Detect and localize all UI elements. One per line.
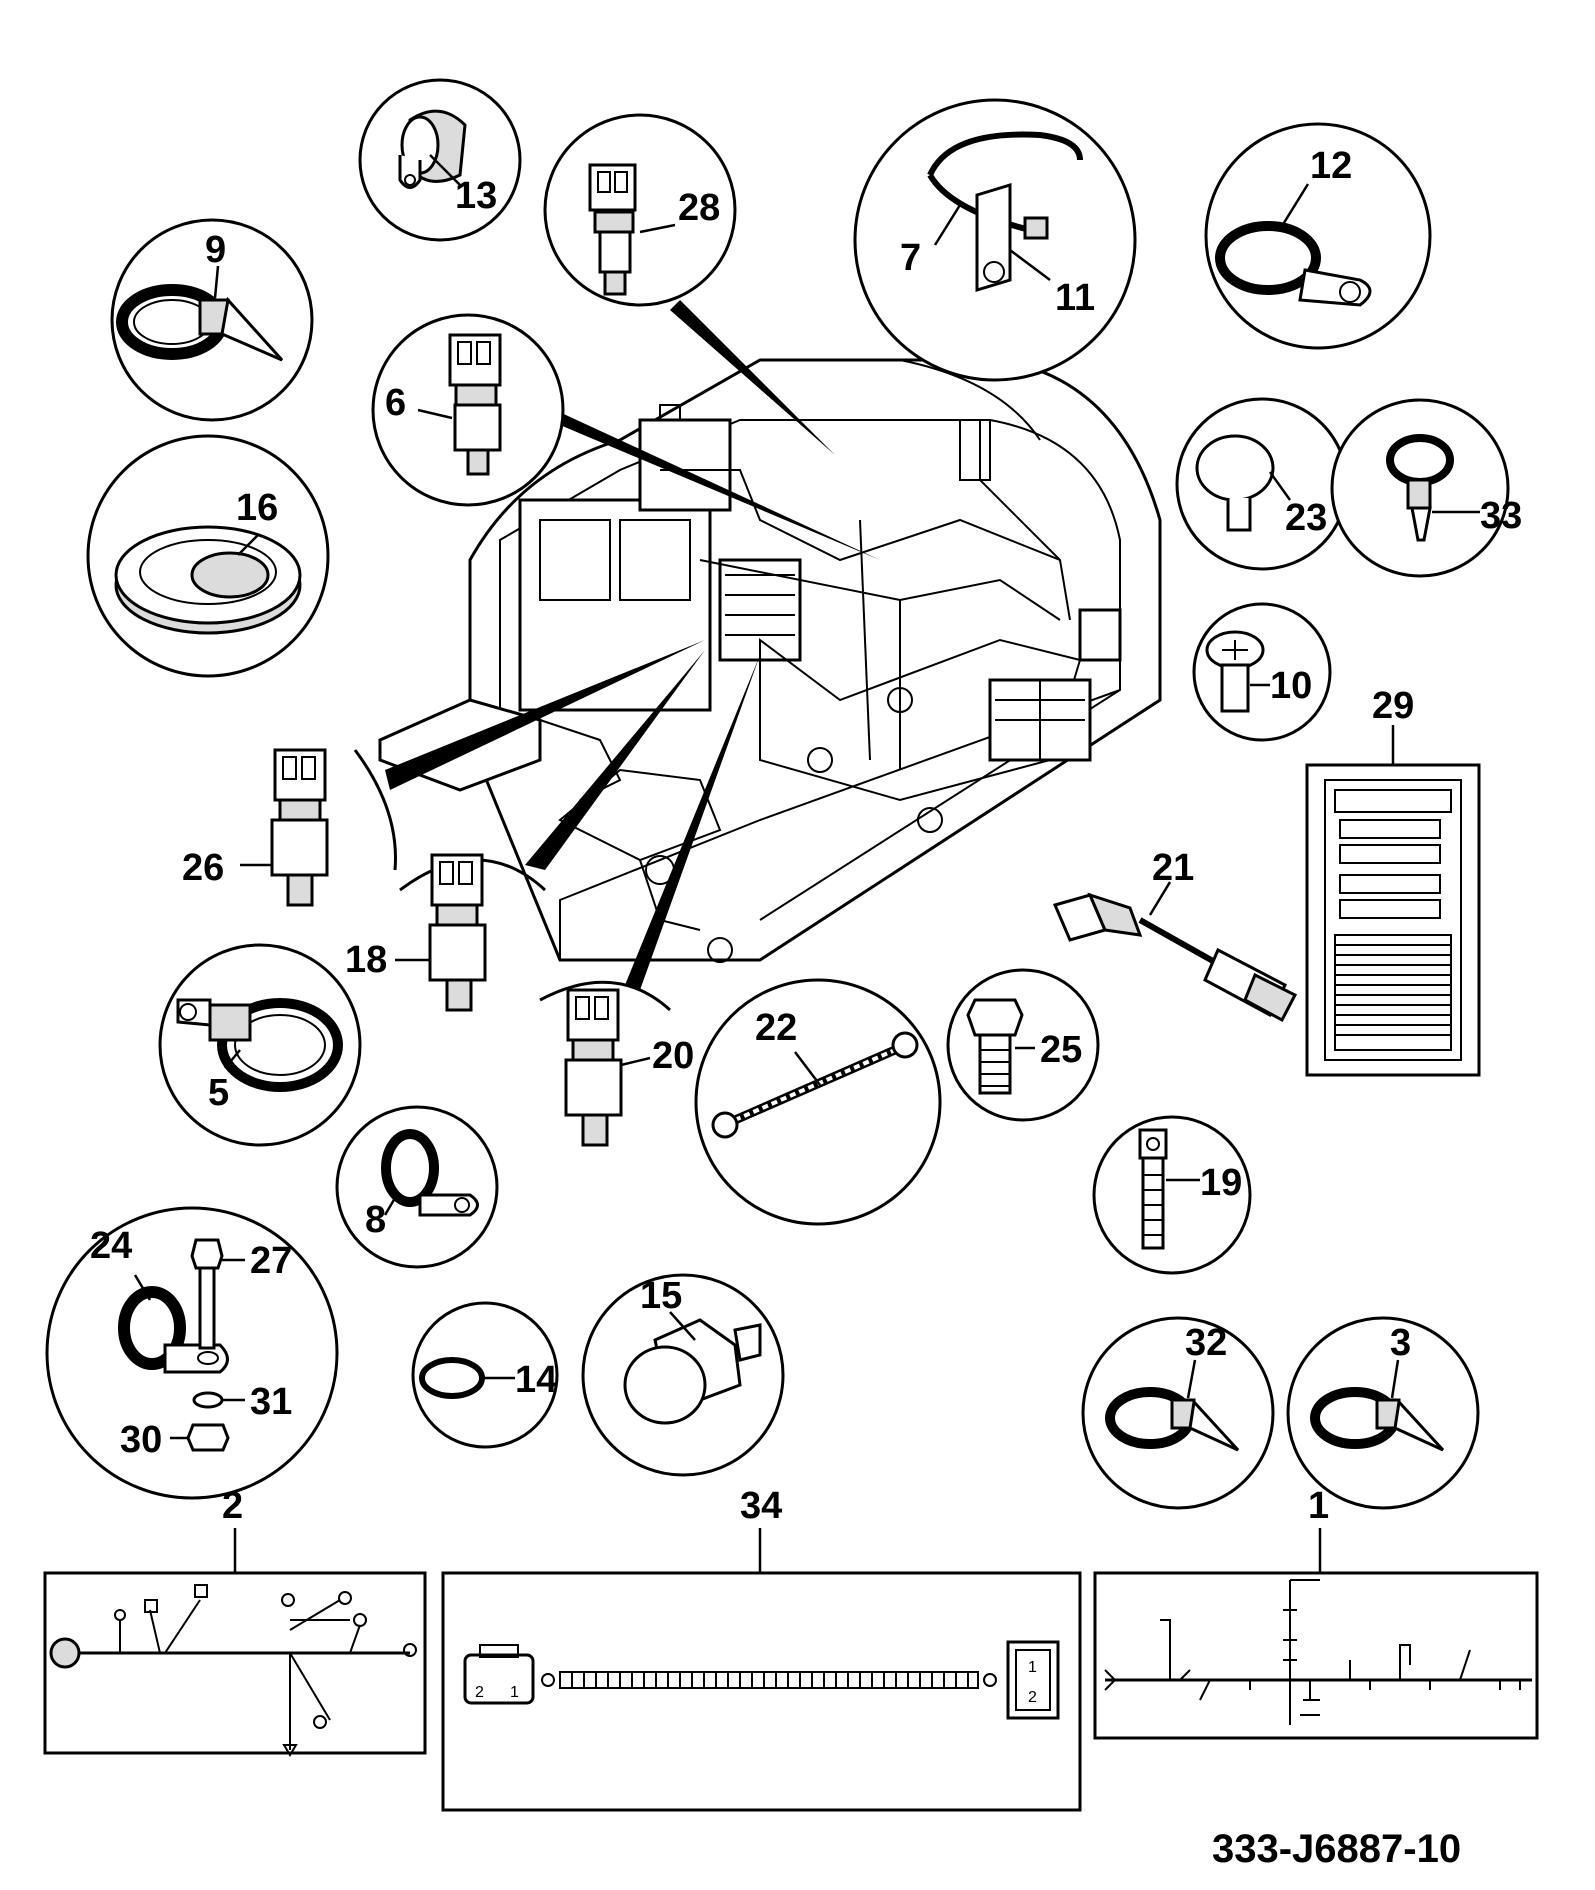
callout-27: 27	[250, 1240, 292, 1282]
fuse-rows	[1334, 789, 1452, 919]
machine-chassis	[377, 358, 1162, 963]
callout-19: 19	[1200, 1162, 1242, 1204]
callout-14: 14	[515, 1359, 557, 1401]
callout-12: 12	[1310, 145, 1352, 187]
leader-wedges	[385, 300, 880, 990]
part-28-pressure-switch: 28	[543, 113, 737, 307]
connector-pin-1-right: 1	[1028, 1659, 1037, 1676]
connector-right: 1 2	[1006, 1640, 1060, 1720]
part-7-11-tie-bracket: 7 11	[853, 98, 1137, 382]
callout-28: 28	[678, 187, 720, 229]
callout-15: 15	[640, 1275, 682, 1317]
callout-7: 7	[900, 237, 921, 279]
part-16-grommet: 16	[86, 434, 330, 678]
callout-6: 6	[385, 382, 406, 424]
callout-31: 31	[250, 1381, 292, 1423]
callout-20: 20	[652, 1035, 694, 1077]
part-10-screw: 10	[1192, 602, 1332, 742]
callout-22: 22	[755, 1007, 797, 1049]
part-22-earth-strap: 22	[694, 978, 942, 1226]
connector-pin-2-right: 2	[1028, 1689, 1037, 1706]
part-18-pressure-switch: 18	[345, 853, 547, 1012]
callout-33: 33	[1480, 495, 1522, 537]
part-32-cable-tie: 32	[1081, 1316, 1275, 1510]
callout-3: 3	[1390, 1322, 1411, 1364]
callout-1: 1	[1308, 1485, 1329, 1527]
connector-pin-1: 1	[510, 1684, 519, 1701]
drawing-reference: 333-J6887-10	[1212, 1827, 1461, 1871]
connector-left: 2 1	[463, 1644, 535, 1705]
part-2-harness: 2	[43, 1485, 427, 1757]
part-3-cable-tie: 3	[1286, 1316, 1480, 1510]
part-5-hose-clip: 5	[158, 943, 362, 1147]
part-21-sensor: 21	[1052, 847, 1298, 1023]
callout-30: 30	[120, 1419, 162, 1461]
callout-18: 18	[345, 939, 387, 981]
callout-10: 10	[1270, 665, 1312, 707]
part-34-harness-link: 34 2 1 1 2	[441, 1485, 1082, 1812]
part-26-pressure-switch: 26	[182, 748, 397, 907]
callout-5: 5	[208, 1072, 229, 1114]
label-hatching	[1334, 934, 1452, 1051]
part-12-p-clip: 12	[1204, 122, 1432, 350]
part-20-pressure-switch: 20	[539, 980, 694, 1147]
part-13-clip: 13	[358, 78, 522, 242]
part-8-p-clip: 8	[335, 1105, 499, 1269]
part-19-cap-screw: 19	[1092, 1115, 1252, 1275]
part-24-27-30-31-clamp: 24 27 31 30	[45, 1206, 339, 1500]
part-9-cable-tie: 9	[110, 218, 314, 422]
callout-2: 2	[222, 1485, 243, 1527]
part-29-label-panel: 29	[1305, 685, 1481, 1077]
callout-23: 23	[1285, 497, 1327, 539]
part-15-plug: 15	[581, 1273, 785, 1477]
callout-16: 16	[236, 487, 278, 529]
callout-13: 13	[455, 175, 497, 217]
callout-9: 9	[205, 229, 226, 271]
part-25-bolt: 25	[946, 968, 1100, 1122]
part-23-cap: 23	[1175, 397, 1349, 571]
part-1-main-harness: 1	[1093, 1485, 1539, 1740]
part-33-hose-clip: 33	[1330, 398, 1522, 578]
callout-11: 11	[1055, 277, 1095, 319]
callout-25: 25	[1040, 1029, 1082, 1071]
callout-24: 24	[90, 1225, 132, 1267]
part-6-pressure-switch: 6	[371, 313, 565, 507]
callout-21: 21	[1152, 847, 1194, 889]
connector-pin-2: 2	[475, 1684, 484, 1701]
callout-26: 26	[182, 847, 224, 889]
callout-32: 32	[1185, 1322, 1227, 1364]
part-14-washer: 14	[411, 1301, 559, 1449]
callout-8: 8	[365, 1199, 386, 1241]
callout-34: 34	[740, 1485, 782, 1527]
callout-29: 29	[1372, 685, 1414, 727]
